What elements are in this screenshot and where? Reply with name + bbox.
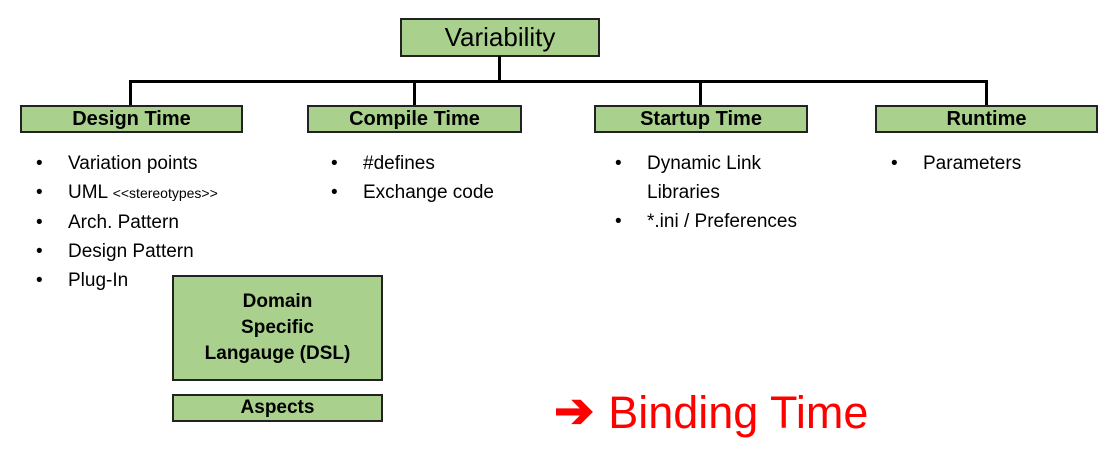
bullet-icon: • bbox=[615, 211, 622, 232]
startup-time-list: • Dynamic Link Libraries • *.ini / Prefe… bbox=[612, 149, 842, 236]
list-item: • UML <<stereotypes>> bbox=[33, 178, 303, 208]
connector-drop-startup-time bbox=[699, 81, 702, 106]
bullet-icon: • bbox=[36, 153, 43, 174]
design-time-list: • Variation points • UML <<stereotypes>>… bbox=[33, 149, 303, 295]
compile-time-header-box: Compile Time bbox=[307, 105, 522, 133]
list-item: • *.ini / Preferences bbox=[612, 207, 842, 236]
list-item: • Parameters bbox=[888, 149, 1098, 178]
dsl-label: Domain Specific Langauge (DSL) bbox=[204, 291, 351, 364]
aspects-box: Aspects bbox=[172, 394, 383, 422]
binding-time-annotation: ➔ Binding Time bbox=[554, 388, 868, 436]
list-item: • #defines bbox=[328, 149, 558, 178]
binding-arrow-icon: ➔ bbox=[554, 385, 595, 438]
dsl-box: Domain Specific Langauge (DSL) bbox=[172, 275, 383, 381]
bullet-icon: • bbox=[36, 270, 43, 291]
runtime-header-box: Runtime bbox=[875, 105, 1098, 133]
connector-drop-runtime bbox=[985, 81, 988, 106]
bullet-icon: • bbox=[36, 241, 43, 262]
design-time-label: Design Time bbox=[72, 107, 191, 130]
compile-time-label: Compile Time bbox=[349, 107, 480, 130]
list-item: • Arch. Pattern bbox=[33, 208, 303, 237]
list-item: • Exchange code bbox=[328, 178, 558, 207]
runtime-list: • Parameters bbox=[888, 149, 1098, 178]
design-time-header-box: Design Time bbox=[20, 105, 243, 133]
list-item: • Dynamic Link Libraries bbox=[612, 149, 842, 207]
aspects-label: Aspects bbox=[240, 397, 315, 418]
connector-riser bbox=[498, 56, 501, 82]
stereotypes-small-text: <<stereotypes>> bbox=[112, 185, 218, 201]
connector-horizontal bbox=[129, 80, 988, 83]
bullet-icon: • bbox=[615, 153, 622, 174]
bullet-icon: • bbox=[891, 153, 898, 174]
compile-time-list: • #defines • Exchange code bbox=[328, 149, 558, 207]
bullet-icon: • bbox=[36, 212, 43, 233]
bullet-icon: • bbox=[331, 153, 338, 174]
list-item: • Plug-In bbox=[33, 266, 303, 295]
variability-box: Variability bbox=[400, 18, 600, 57]
runtime-label: Runtime bbox=[946, 107, 1027, 130]
startup-time-label: Startup Time bbox=[640, 107, 762, 130]
connector-drop-design-time bbox=[129, 81, 132, 106]
bullet-icon: • bbox=[36, 182, 43, 203]
list-item: • Design Pattern bbox=[33, 237, 303, 266]
startup-time-header-box: Startup Time bbox=[594, 105, 808, 133]
connector-drop-compile-time bbox=[413, 81, 416, 106]
list-item: • Variation points bbox=[33, 149, 303, 178]
bullet-icon: • bbox=[331, 182, 338, 203]
variability-label: Variability bbox=[444, 22, 556, 52]
binding-time-label: Binding Time bbox=[608, 386, 869, 438]
